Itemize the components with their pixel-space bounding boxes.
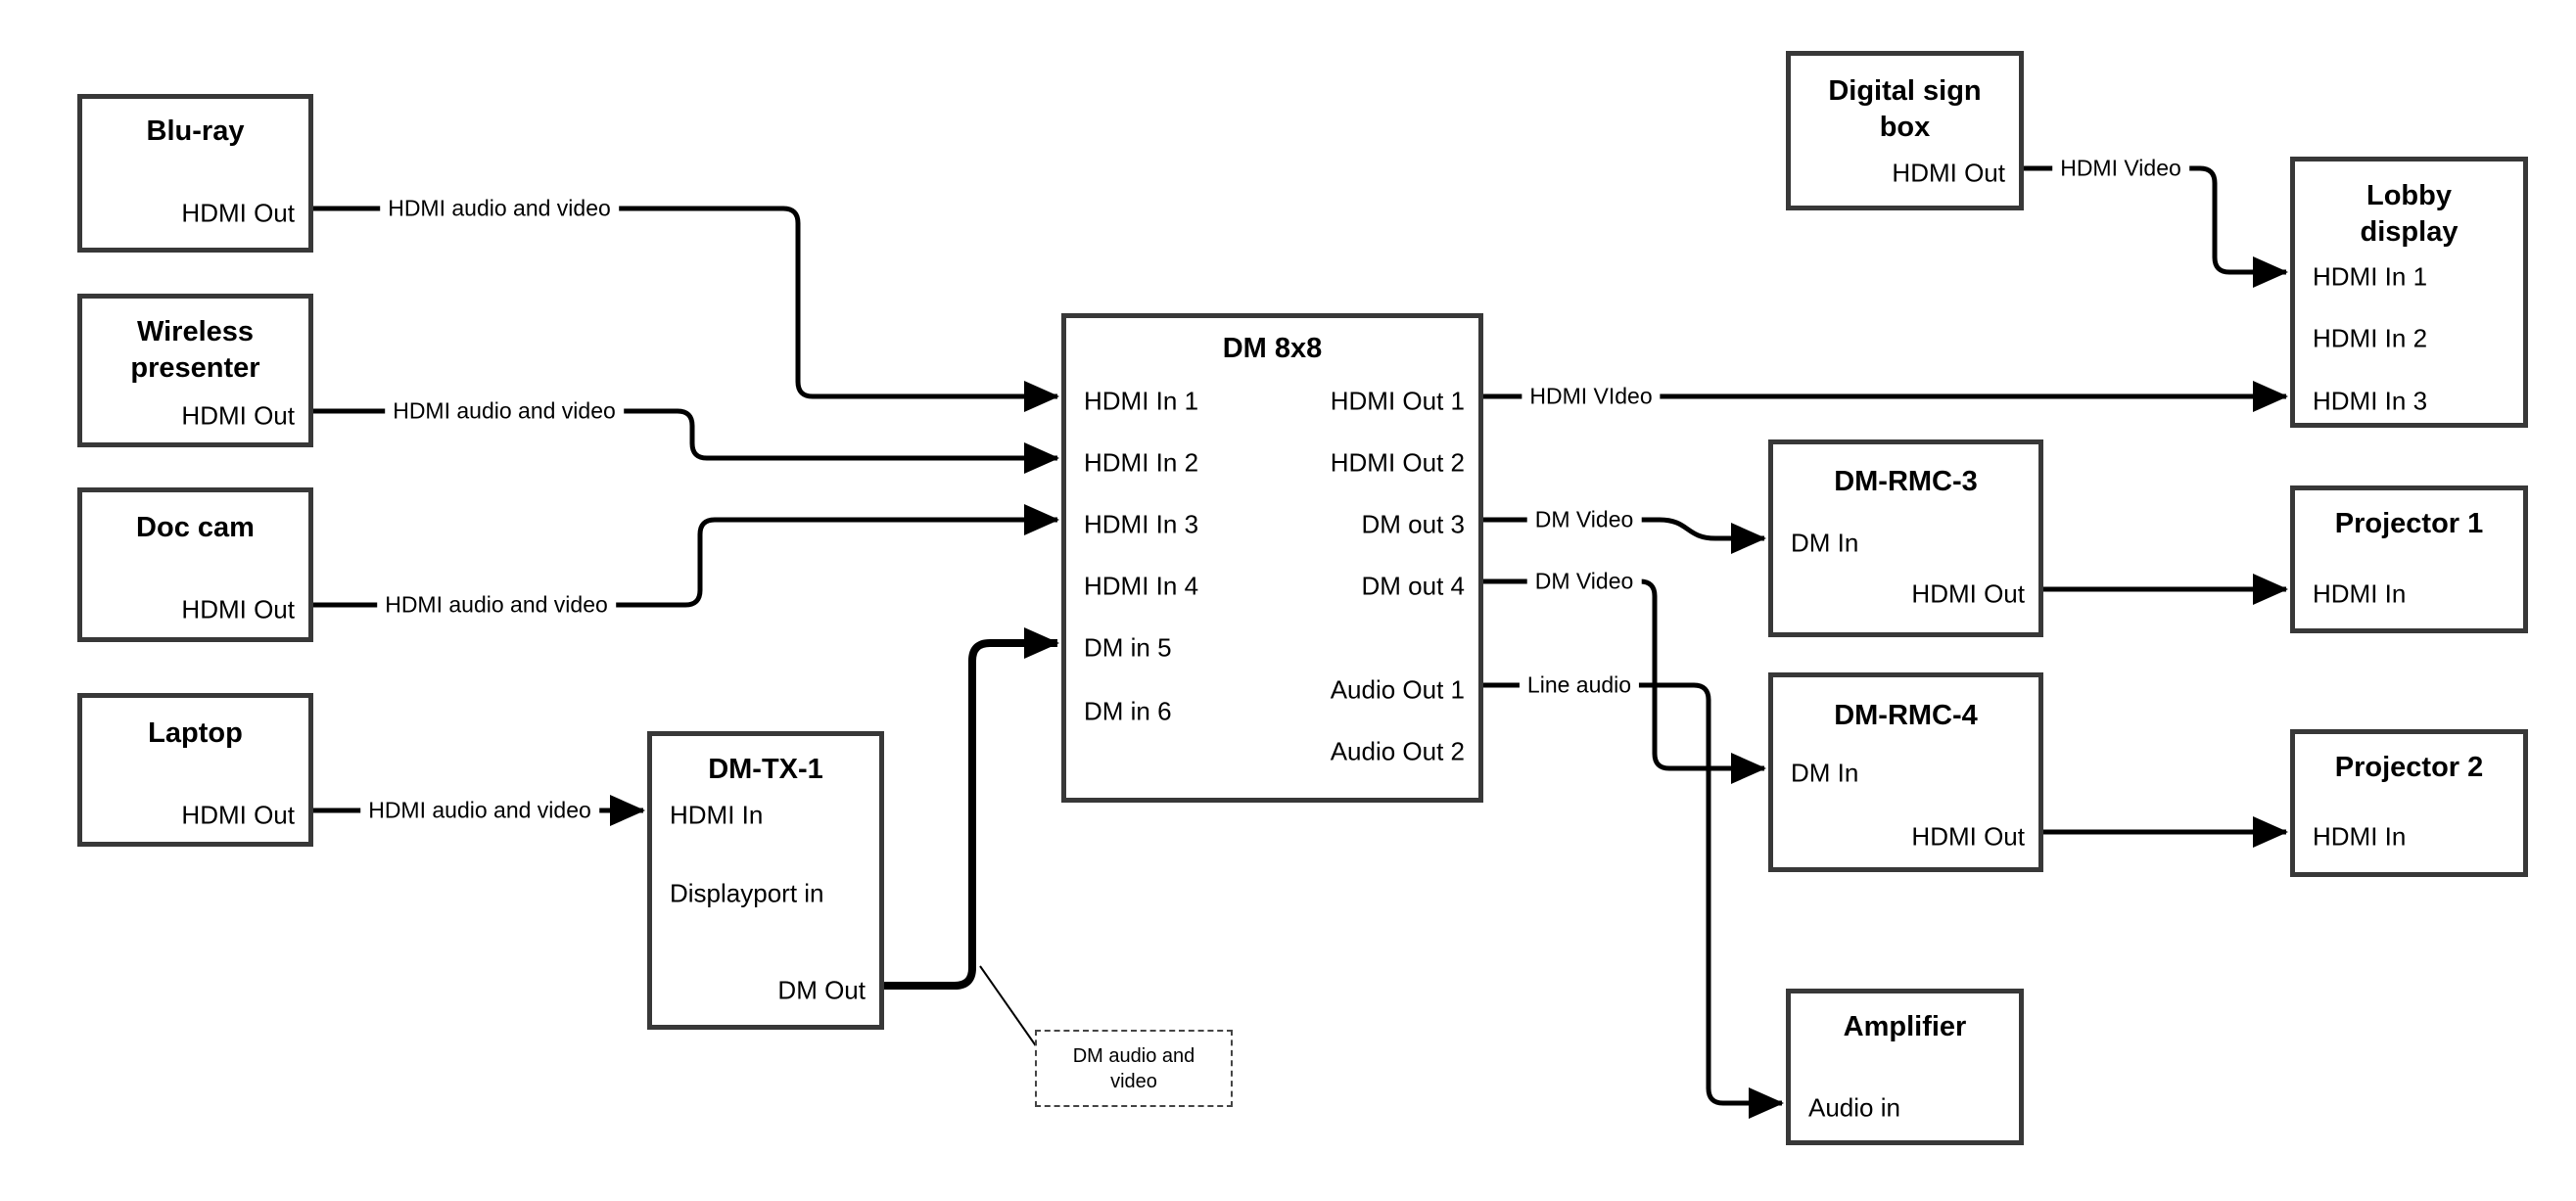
port-dm-in-5: DM in 5 xyxy=(1084,632,1172,663)
port-audio-out-2: Audio Out 2 xyxy=(1330,736,1465,766)
node-title: Wireless presenter xyxy=(130,316,260,384)
port-hdmi-out: HDMI Out xyxy=(181,800,295,830)
node-laptop: Laptop HDMI Out xyxy=(77,693,313,847)
port-hdmi-in-2: HDMI In 2 xyxy=(2313,323,2428,353)
node-digital-sign-box: Digital sign box HDMI Out xyxy=(1786,51,2024,210)
edge-label-dm-video-out3: DM Video xyxy=(1526,506,1642,533)
node-dm-rmc-3: DM-RMC-3 DM In HDMI Out xyxy=(1768,439,2043,637)
node-projector-1: Projector 1 HDMI In xyxy=(2290,485,2528,633)
edge-signbox-to-lobby-in1 xyxy=(2024,165,2288,288)
node-dm-8x8: DM 8x8 HDMI In 1 HDMI In 2 HDMI In 3 HDM… xyxy=(1061,313,1483,803)
edge-dmtx1-to-dm8x8-in5 xyxy=(884,627,1059,990)
port-dm-in-6: DM in 6 xyxy=(1084,696,1172,726)
node-wireless-presenter: Wireless presenter HDMI Out xyxy=(77,294,313,447)
node-bluray: Blu-ray HDMI Out xyxy=(77,94,313,253)
node-dm-rmc-4: DM-RMC-4 DM In HDMI Out xyxy=(1768,672,2043,872)
node-title: DM-TX-1 xyxy=(708,754,823,785)
node-title: Blu-ray xyxy=(146,115,245,147)
port-hdmi-out: HDMI Out xyxy=(181,594,295,624)
edge-label-hdmi-video-out1: HDMI VIdeo xyxy=(1522,383,1661,410)
port-dm-in: DM In xyxy=(1791,758,1859,788)
port-hdmi-in: HDMI In xyxy=(2313,578,2407,609)
port-hdmi-in-1: HDMI In 1 xyxy=(1084,386,1199,416)
node-title: DM-RMC-4 xyxy=(1834,700,1978,731)
node-projector-2: Projector 2 HDMI In xyxy=(2290,729,2528,877)
edge-label-dm-video-out4: DM Video xyxy=(1526,568,1642,595)
port-hdmi-out: HDMI Out xyxy=(181,400,295,431)
node-title: Doc cam xyxy=(136,512,255,543)
note-callout-line xyxy=(979,965,1038,1048)
port-hdmi-in: HDMI In xyxy=(2313,821,2407,852)
edge-label-line-audio: Line audio xyxy=(1519,671,1640,699)
port-dm-out-4: DM out 4 xyxy=(1361,571,1466,601)
node-title: Lobby display xyxy=(2360,180,2459,248)
node-title: DM-RMC-3 xyxy=(1834,466,1978,497)
edge-doccam-to-dm8x8-in3 xyxy=(313,504,1059,608)
port-audio-in: Audio in xyxy=(1808,1092,1900,1123)
port-audio-out-1: Audio Out 1 xyxy=(1330,674,1465,705)
node-title: Projector 2 xyxy=(2334,752,2484,783)
port-displayport-in: Displayport in xyxy=(670,878,824,908)
node-title: Digital sign box xyxy=(1828,75,1982,143)
edge-label-hdmi-av-doccam: HDMI audio and video xyxy=(377,591,616,619)
port-hdmi-in-3: HDMI In 3 xyxy=(2313,386,2428,416)
node-doc-cam: Doc cam HDMI Out xyxy=(77,487,313,642)
node-title: Projector 1 xyxy=(2334,508,2484,539)
edge-dm8x8-out3-to-rmc3 xyxy=(1483,517,1766,554)
port-hdmi-in-1: HDMI In 1 xyxy=(2313,261,2428,292)
port-hdmi-in: HDMI In xyxy=(670,800,764,830)
node-amplifier: Amplifier Audio in xyxy=(1786,989,2024,1145)
port-hdmi-in-4: HDMI In 4 xyxy=(1084,571,1199,601)
edge-wireless-to-dm8x8-in2 xyxy=(313,408,1059,474)
port-hdmi-out-2: HDMI Out 2 xyxy=(1330,447,1465,478)
edge-dm8x8-audio1-to-amplifier xyxy=(1483,682,1784,1119)
port-hdmi-in-2: HDMI In 2 xyxy=(1084,447,1199,478)
node-title: DM 8x8 xyxy=(1222,333,1323,364)
node-title: Amplifier xyxy=(1843,1011,1967,1042)
port-hdmi-out: HDMI Out xyxy=(181,198,295,228)
port-hdmi-out: HDMI Out xyxy=(1911,578,2025,609)
edge-label-hdmi-av-wireless: HDMI audio and video xyxy=(385,397,624,425)
port-hdmi-in-3: HDMI In 3 xyxy=(1084,509,1199,539)
port-dm-out: DM Out xyxy=(777,975,866,1005)
port-dm-in: DM In xyxy=(1791,528,1859,558)
port-hdmi-out-1: HDMI Out 1 xyxy=(1330,386,1465,416)
port-dm-out-3: DM out 3 xyxy=(1361,509,1466,539)
port-hdmi-out: HDMI Out xyxy=(1892,158,2005,188)
node-dm-tx-1: DM-TX-1 HDMI In Displayport in DM Out xyxy=(647,731,884,1030)
node-title: Laptop xyxy=(148,717,243,749)
node-lobby-display: Lobby display HDMI In 1 HDMI In 2 HDMI I… xyxy=(2290,157,2528,428)
edge-dm8x8-out4-to-rmc4 xyxy=(1483,578,1766,784)
dm-audio-video-note: DM audio and video xyxy=(1035,1030,1233,1107)
port-hdmi-out: HDMI Out xyxy=(1911,821,2025,852)
edge-bluray-to-dm8x8-in1 xyxy=(313,206,1059,412)
edge-label-hdmi-video-signbox: HDMI Video xyxy=(2052,155,2189,182)
edge-label-hdmi-av-laptop: HDMI audio and video xyxy=(360,797,599,824)
edge-label-hdmi-av-bluray: HDMI audio and video xyxy=(380,195,619,222)
